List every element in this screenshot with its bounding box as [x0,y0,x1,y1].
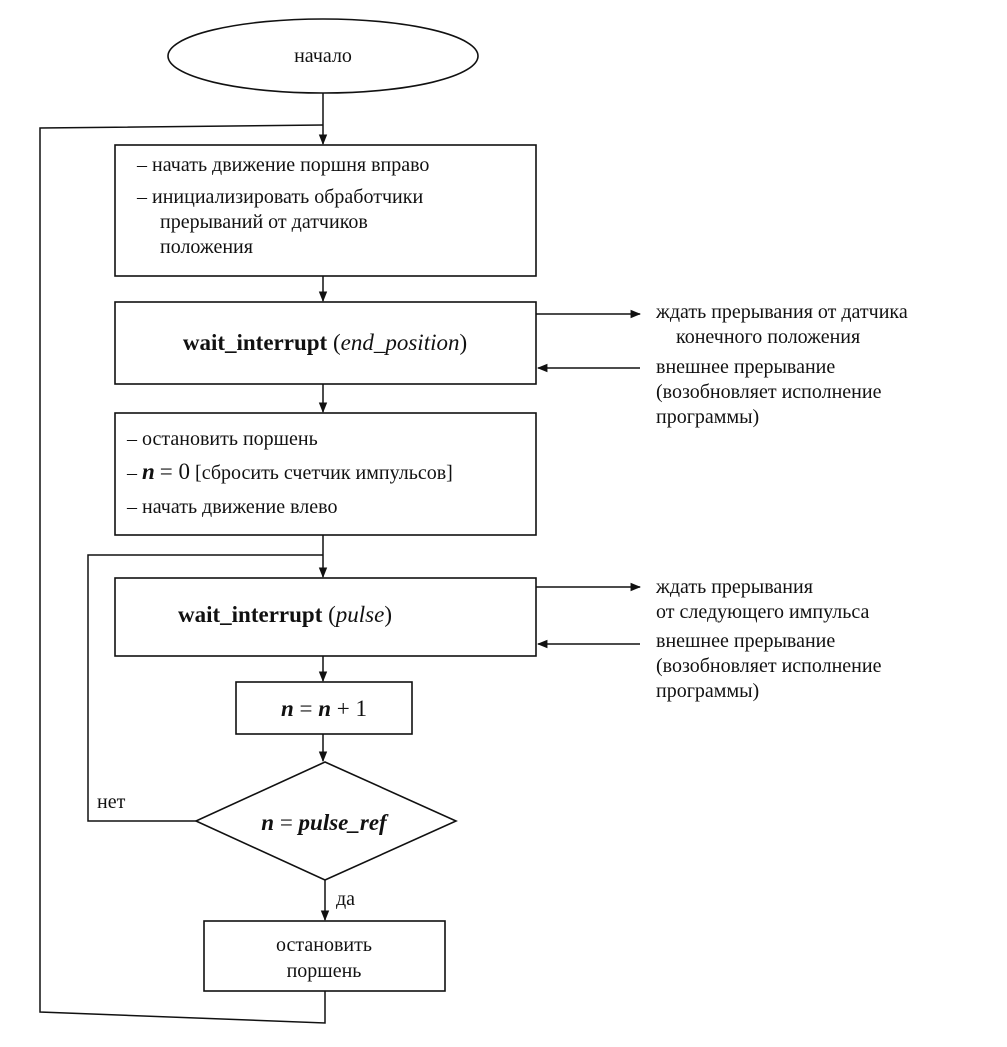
block2-line-3: – начать движение влево [126,496,337,518]
increment-expression: n = n + 1 [281,696,367,721]
decision-condition: n = pulse_ref [261,810,389,835]
wait-pulse-box [114,577,537,657]
note1-wait-line-1: ждать прерывания от датчика [655,301,908,323]
note1-resume-line-1: внешнее прерывание [656,356,835,378]
block2-line-2: – n = 0 [сбросить счетчик импульсов] [126,459,453,484]
wait-pulse-call: wait_interrupt (pulse) [178,602,392,627]
note1-resume-line-3: программы) [656,406,759,428]
loop-no-branch [87,554,323,822]
wait-end-position-call: wait_interrupt (end_position) [183,330,467,355]
increment-box [235,681,413,735]
init-line-1: – начать движение поршня вправо [136,154,429,176]
note2-resume-line-2: (возобновляет исполнение [656,655,882,677]
stop-reset-box [114,412,537,536]
wait-end-position-box [114,301,537,385]
start-label: начало [294,45,352,67]
note2-wait-line-2: от следующего импульса [656,601,869,623]
stop-line-1: остановить [276,934,372,956]
note2-resume-line-1: внешнее прерывание [656,630,835,652]
init-line-4: положения [160,236,253,258]
stop-line-2: поршень [287,960,362,982]
init-line-2: – инициализировать обработчики [136,186,423,208]
decision-no-label: нет [97,791,126,813]
stop-box [203,920,446,992]
decision-yes-label: да [336,888,355,910]
block2-line-1: – остановить поршень [126,428,318,450]
note1-resume-line-2: (возобновляет исполнение [656,381,882,403]
note2-resume-line-3: программы) [656,680,759,702]
note1-wait-line-2: конечного положения [676,326,860,348]
init-line-3: прерываний от датчиков [160,211,368,233]
init-process-box [114,144,537,277]
outer-loop-return [39,124,326,1024]
note2-wait-line-1: ждать прерывания [655,576,813,598]
